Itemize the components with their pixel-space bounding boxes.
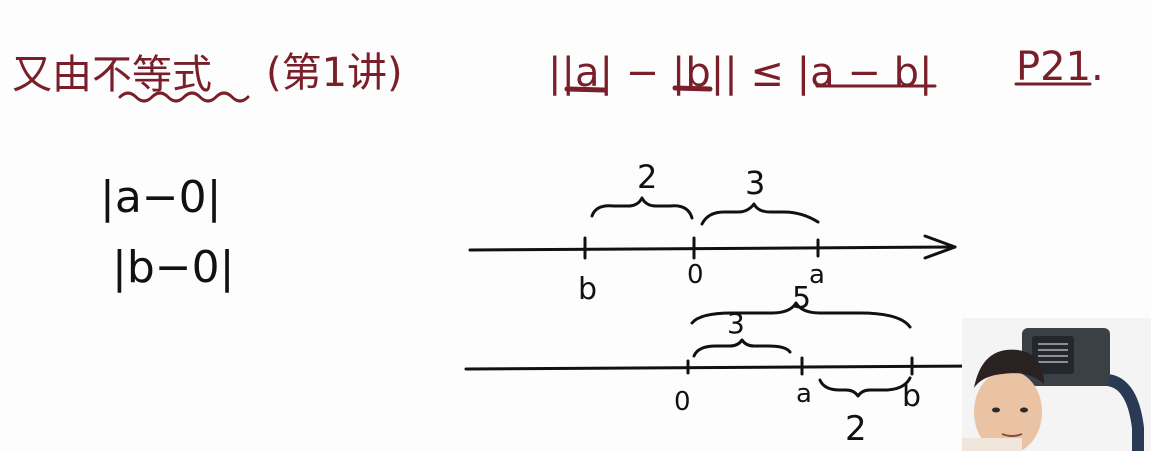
heading-title: 又由不等式 [12, 52, 212, 98]
brace-value: 3 [727, 307, 745, 340]
formula-expression: ||a| − |b|| ≤ |a − b| [548, 50, 932, 96]
number-line-bottom: 0 a b 5 3 2 [464, 281, 987, 449]
brace-value: 2 [845, 409, 867, 449]
note-line-2: |b−0| [112, 242, 234, 293]
point-label: b [902, 379, 921, 414]
axis-line [464, 364, 987, 371]
brace-value: 3 [745, 164, 765, 202]
brace-zero-to-b [690, 301, 912, 329]
webcam-icon [962, 318, 1151, 451]
brace-zero-to-a [692, 338, 792, 358]
point-label: 0 [687, 260, 704, 290]
axis-arrow-head [923, 234, 957, 260]
brace-zero-to-a [700, 202, 820, 226]
axis-line [468, 245, 957, 252]
formula-mark-a [564, 86, 607, 93]
note-line-1: |a−0| [100, 172, 221, 223]
page-reference: P21. [1016, 44, 1104, 90]
brace-a-to-b [818, 376, 912, 398]
heading-section: (第1讲) [266, 50, 403, 96]
brace-value: 2 [637, 158, 657, 196]
heading-wavy-underline [118, 91, 250, 103]
presenter-webcam [962, 318, 1151, 451]
number-line-top: b 0 a 2 3 [468, 158, 957, 307]
point-label: a [809, 260, 825, 290]
point-label: b [578, 272, 597, 307]
point-label: a [796, 379, 812, 409]
brace-value: 5 [792, 281, 811, 316]
formula-mark-b [672, 85, 713, 92]
point-label: 0 [674, 387, 691, 417]
brace-b-to-zero [590, 196, 694, 220]
